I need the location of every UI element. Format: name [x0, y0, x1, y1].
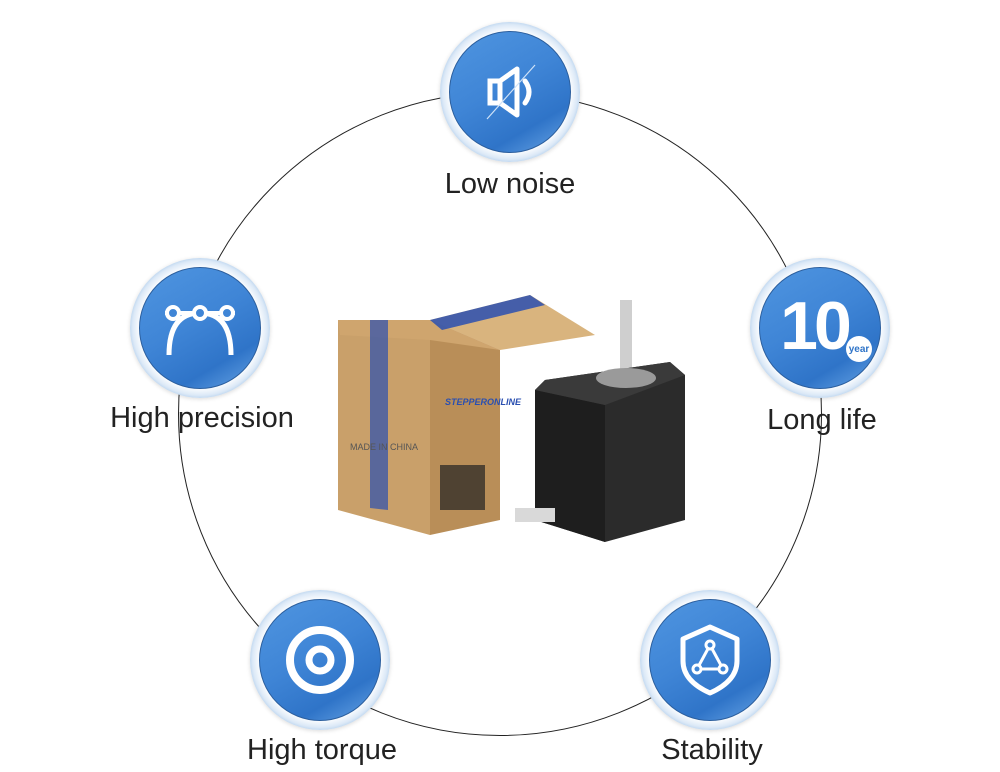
years-unit: year — [846, 336, 872, 362]
stepper-motor — [515, 300, 685, 542]
long-life-badge: 10 year — [750, 258, 890, 398]
feature-label: Low noise — [444, 168, 576, 200]
bezier-curve-icon — [165, 305, 235, 356]
feature-label: High torque — [247, 734, 397, 766]
feature-label: High precision — [110, 402, 294, 434]
product-image: MADE IN CHINA STEPPERONLINE — [338, 295, 685, 542]
stability-badge — [640, 590, 780, 730]
high-torque-badge — [250, 590, 390, 730]
low-noise-badge — [440, 22, 580, 162]
speaker-muted-icon — [486, 64, 536, 120]
years-number: 10 — [780, 288, 852, 364]
shield-triangle-icon — [680, 624, 740, 696]
target-icon — [286, 626, 354, 694]
high-precision-badge — [130, 258, 270, 398]
feature-label: Stability — [661, 734, 763, 766]
feature-label: Long life — [767, 404, 877, 436]
shipping-box: MADE IN CHINA STEPPERONLINE — [338, 295, 595, 535]
box-made-in: MADE IN CHINA — [350, 442, 418, 452]
box-brand: STEPPERONLINE — [445, 397, 522, 407]
ten-year-icon: 10 year — [759, 267, 881, 389]
